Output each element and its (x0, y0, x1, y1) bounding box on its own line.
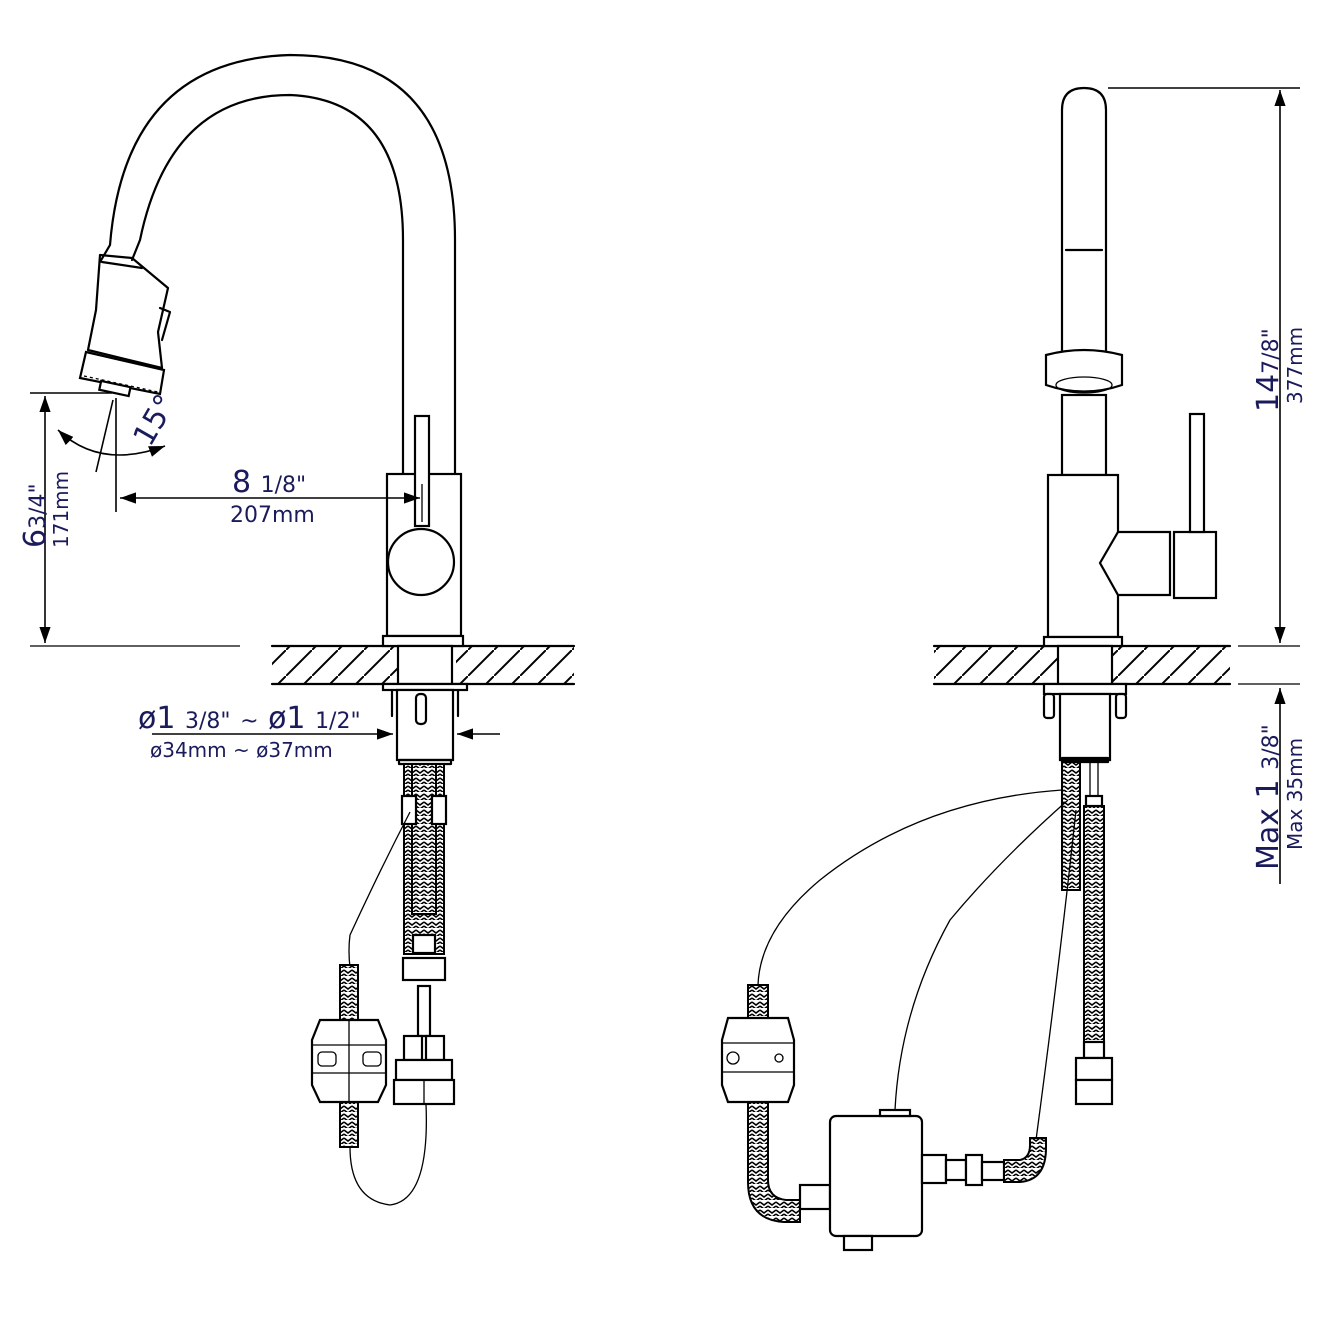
mounting-shank (1042, 644, 1128, 764)
svg-text:171mm: 171mm (49, 471, 73, 548)
sensor-control-unit (720, 789, 1077, 1252)
svg-text:8 1/8": 8 1/8" (232, 465, 306, 500)
supply-hoses (392, 763, 456, 1106)
front-view: 63/4" 171mm 15° 8 1/8" 207mm ø1 3/8" ~ ø… (18, 53, 576, 1206)
svg-text:377mm: 377mm (1283, 327, 1307, 404)
svg-text:63/4": 63/4" (18, 483, 53, 548)
spout-side (1042, 86, 1218, 648)
gooseneck-spout (78, 53, 457, 477)
svg-text:ø1 3/8" ~ ø1 1/2": ø1 3/8" ~ ø1 1/2" (138, 701, 361, 736)
side-view: 147/8" 377mm Max 1 3/8" Max 35mm (720, 86, 1307, 1252)
faucet-body (381, 414, 465, 648)
svg-text:207mm: 207mm (230, 503, 315, 528)
countertop-section (932, 644, 1300, 686)
sensor-assembly (310, 811, 428, 1206)
dimension-max-deck-thickness: Max 1 3/8" Max 35mm (1251, 688, 1307, 884)
svg-text:15°: 15° (127, 388, 184, 452)
svg-text:Max 1 3/8": Max 1 3/8" (1251, 724, 1286, 870)
dimension-mounting-hole: ø1 3/8" ~ ø1 1/2" ø34mm ~ ø37mm (138, 701, 500, 762)
svg-text:147/8": 147/8" (1251, 328, 1286, 412)
supply-hoses (1061, 761, 1114, 1106)
dimension-spray-angle: 15° (57, 388, 184, 512)
dimension-spout-height: 63/4" 171mm (18, 392, 112, 643)
countertop-section (30, 644, 576, 686)
dimension-spout-reach: 8 1/8" 207mm (120, 465, 420, 528)
mounting-shank (381, 644, 469, 766)
svg-text:Max 35mm: Max 35mm (1283, 738, 1307, 850)
svg-text:ø34mm ~ ø37mm: ø34mm ~ ø37mm (150, 738, 333, 762)
dimension-overall-height: 147/8" 377mm (1108, 87, 1307, 643)
